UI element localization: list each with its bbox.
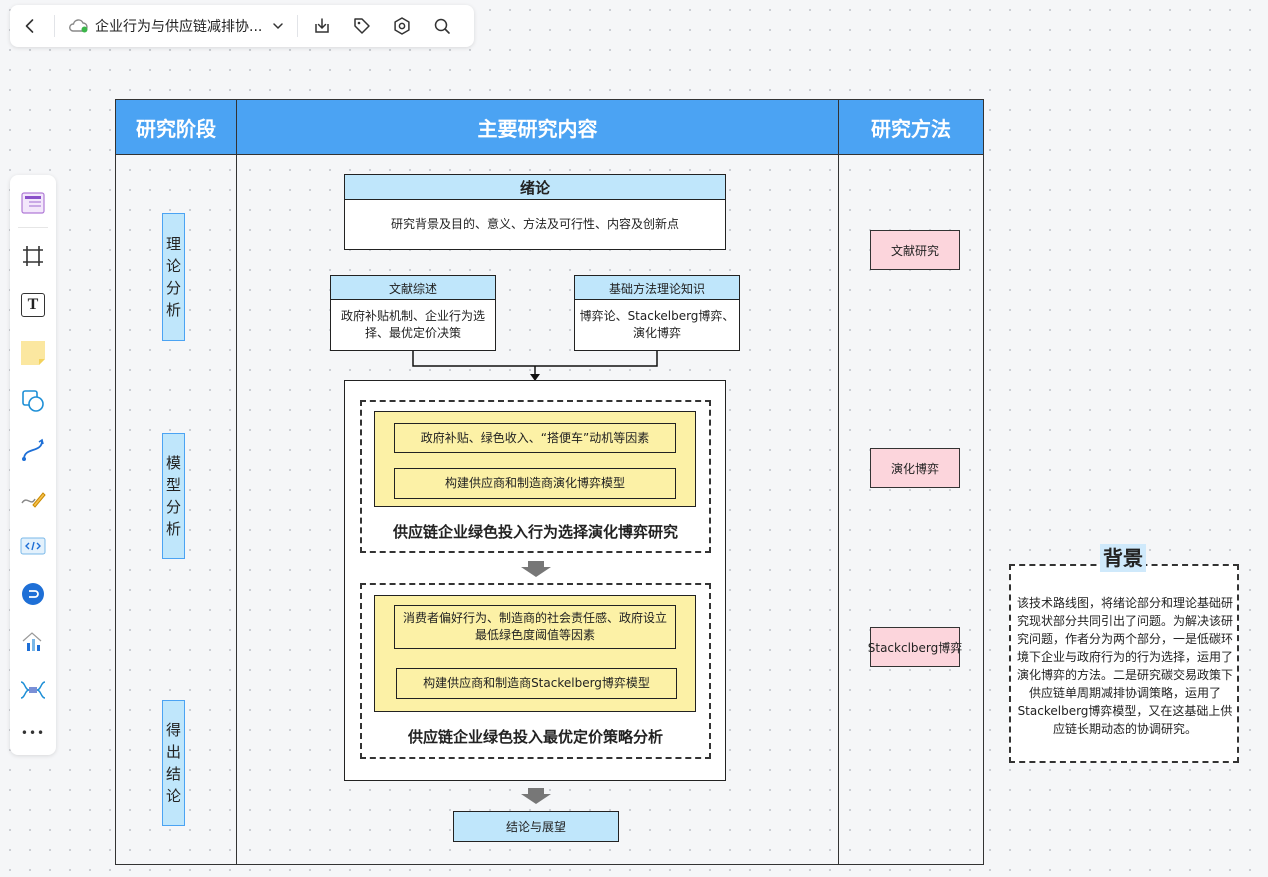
shape-tool[interactable] — [17, 385, 49, 417]
download-icon — [315, 18, 329, 33]
frame-tool[interactable] — [17, 240, 49, 272]
intro-body-box[interactable]: 研究背景及目的、意义、方法及可行性、内容及创新点 — [344, 199, 726, 250]
top-toolbar: 企业行为与供应链减排协... — [10, 5, 474, 47]
settings-icon — [394, 17, 410, 35]
settings-button[interactable] — [382, 5, 422, 47]
embed-tool[interactable] — [17, 578, 49, 610]
column-divider — [838, 155, 839, 865]
intro-title-box[interactable]: 绪论 — [344, 174, 726, 201]
column-divider — [236, 155, 237, 865]
doc-title-dropdown[interactable]: 企业行为与供应链减排协... — [59, 5, 293, 47]
connector-icon — [22, 438, 44, 461]
intro-body: 研究背景及目的、意义、方法及可行性、内容及创新点 — [390, 217, 679, 231]
background-text: 该技术路线图，将绪论部分和理论基础研究现状部分共同引出了问题。为解决该研究问题，… — [1016, 596, 1233, 736]
conclusion-label: 结论与展望 — [505, 820, 566, 834]
study2-title: 供应链企业绿色投入最优定价策略分析 — [407, 728, 663, 746]
toolbar-divider — [18, 227, 48, 228]
chevron-down-icon — [273, 23, 283, 30]
stage-label: 理论分析 — [165, 235, 181, 319]
cloud-sync-icon — [69, 19, 88, 33]
stage-label: 模型分析 — [165, 454, 181, 538]
basic-theory-body-box[interactable]: 博弈论、Stackelberg博弈、演化博弈 — [574, 299, 740, 351]
method-label: Stackclberg博弈 — [867, 640, 963, 655]
template-icon — [21, 192, 45, 214]
embed-icon — [22, 583, 44, 605]
conclusion-box[interactable]: 结论与展望 — [453, 811, 619, 842]
background-title[interactable]: 背景 — [1100, 544, 1146, 572]
lit-review-body-box[interactable]: 政府补贴机制、企业行为选择、最优定价决策 — [330, 299, 496, 351]
header-stage-label: 研究阶段 — [136, 116, 216, 141]
study2-item2-box[interactable]: 构建供应商和制造商Stackelberg博弈模型 — [396, 668, 677, 699]
study2-group[interactable] — [360, 583, 711, 759]
intro-title: 绪论 — [519, 179, 550, 197]
header-content-label: 主要研究内容 — [477, 116, 598, 141]
basic-theory-title: 基础方法理论知识 — [608, 281, 705, 296]
study2-item2: 构建供应商和制造商Stackelberg博弈模型 — [423, 676, 650, 690]
frame-icon — [23, 246, 43, 266]
header-method-label: 研究方法 — [871, 116, 951, 141]
stage-label: 得出结论 — [165, 721, 181, 805]
back-icon — [25, 19, 34, 33]
stage-model-analysis[interactable]: 模型分析 — [162, 433, 185, 559]
download-button[interactable] — [302, 5, 342, 47]
left-toolbar: T ••• — [10, 175, 56, 755]
back-button[interactable] — [10, 5, 50, 47]
sticky-note-icon — [21, 341, 45, 365]
text-tool[interactable]: T — [17, 289, 49, 321]
block-arrow-down — [521, 561, 551, 577]
study1-item1: 政府补贴、绿色收入、“搭便车”动机等因素 — [420, 430, 650, 445]
merge-connector — [412, 351, 658, 381]
method-label: 文献研究 — [890, 243, 939, 258]
code-block-icon — [20, 537, 46, 555]
sticky-note-tool[interactable] — [17, 337, 49, 369]
more-icon: ••• — [20, 726, 46, 740]
mindmap-tool[interactable] — [17, 674, 49, 706]
header-stage[interactable]: 研究阶段 — [115, 99, 237, 155]
study1-title: 供应链企业绿色投入行为选择演化博弈研究 — [392, 523, 678, 541]
doc-title: 企业行为与供应链减排协... — [95, 19, 263, 35]
lit-review-body: 政府补贴机制、企业行为选择、最优定价决策 — [340, 309, 485, 340]
study1-item1-box[interactable]: 政府补贴、绿色收入、“搭便车”动机等因素 — [394, 423, 676, 453]
mindmap-icon — [20, 681, 46, 699]
basic-theory-body: 博弈论、Stackelberg博弈、演化博弈 — [579, 309, 735, 340]
connector-tool[interactable] — [17, 434, 49, 466]
block-arrow-down — [521, 788, 551, 804]
header-content[interactable]: 主要研究内容 — [236, 99, 839, 155]
stage-conclusion[interactable]: 得出结论 — [162, 700, 185, 826]
stage-theory-analysis[interactable]: 理论分析 — [162, 213, 185, 341]
lit-review-title: 文献综述 — [388, 281, 437, 296]
method-literature-research[interactable]: 文献研究 — [870, 230, 960, 270]
pen-tool[interactable] — [17, 482, 49, 514]
search-icon — [434, 18, 450, 34]
method-stackelberg-game[interactable]: Stackclberg博弈 — [867, 627, 963, 667]
template-tool[interactable] — [17, 187, 49, 219]
tag-icon — [354, 18, 370, 34]
search-button[interactable] — [422, 5, 462, 47]
pen-icon — [21, 492, 46, 508]
basic-theory-title-box[interactable]: 基础方法理论知识 — [574, 275, 740, 301]
shape-icon — [22, 390, 44, 412]
code-block-tool[interactable] — [17, 530, 49, 562]
study2-item1-box[interactable]: 消费者偏好行为、制造商的社会责任感、政府设立最低绿色度阈值等因素 — [394, 605, 676, 649]
chart-icon — [22, 632, 42, 651]
study2-item1: 消费者偏好行为、制造商的社会责任感、政府设立最低绿色度阈值等因素 — [402, 611, 667, 642]
more-tools-button[interactable]: ••• — [17, 717, 49, 749]
study1-group[interactable] — [360, 400, 711, 553]
lit-review-title-box[interactable]: 文献综述 — [330, 275, 496, 301]
method-evolutionary-game[interactable]: 演化博弈 — [870, 448, 960, 488]
toolbar-divider — [54, 15, 55, 37]
chart-tool[interactable] — [17, 626, 49, 658]
text-icon: T — [21, 293, 45, 317]
study1-item2-box[interactable]: 构建供应商和制造商演化博弈模型 — [394, 468, 676, 499]
tag-button[interactable] — [342, 5, 382, 47]
method-label: 演化博弈 — [890, 461, 939, 476]
study1-item2: 构建供应商和制造商演化博弈模型 — [444, 476, 625, 490]
header-method[interactable]: 研究方法 — [838, 99, 984, 155]
toolbar-divider — [297, 15, 298, 37]
